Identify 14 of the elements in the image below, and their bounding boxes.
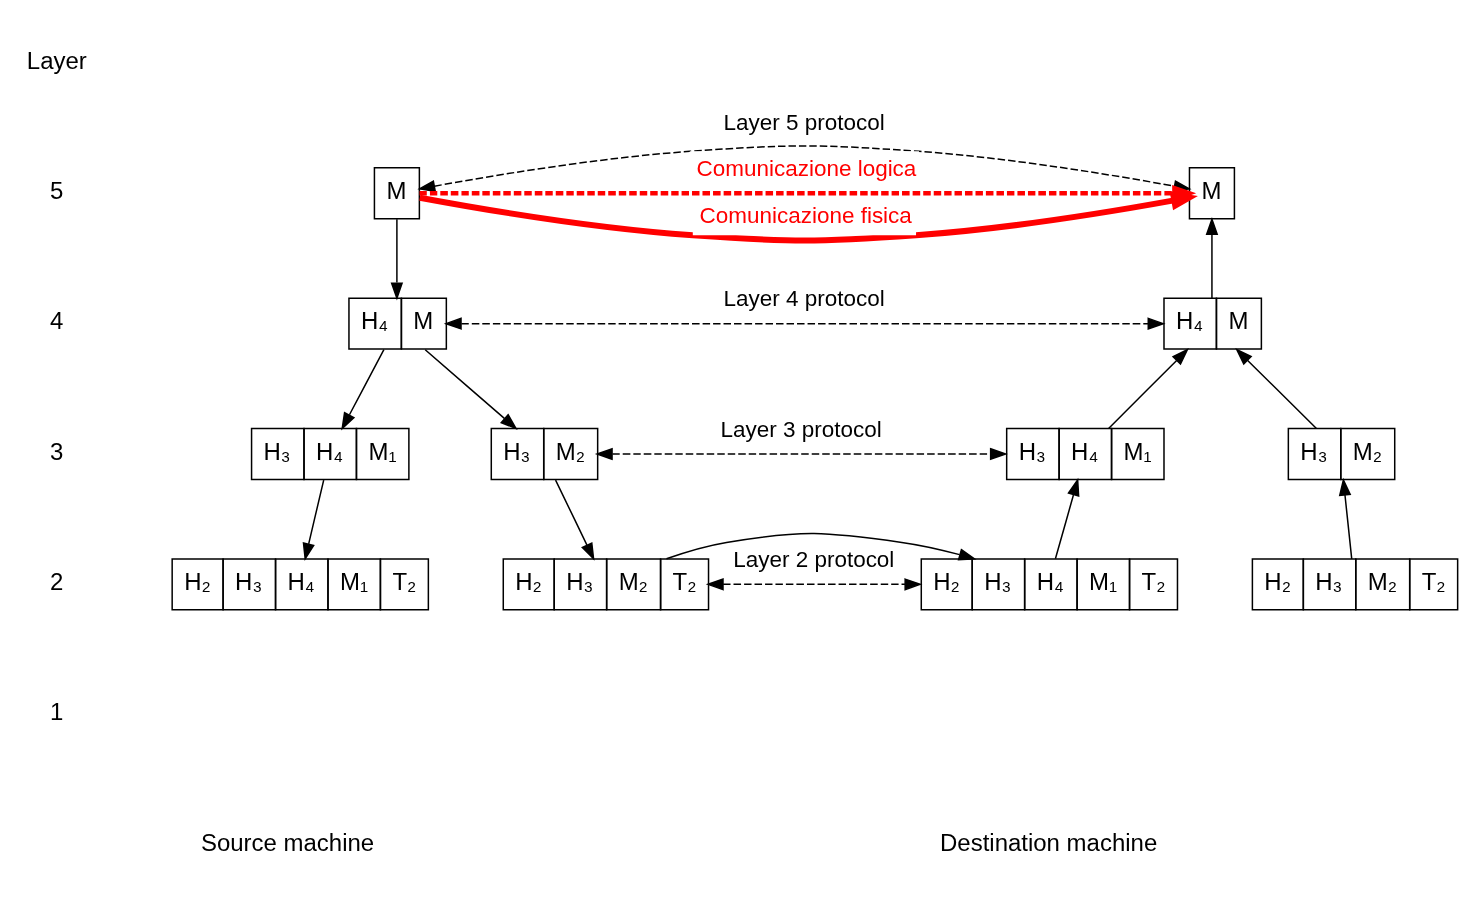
- label: 2: [50, 567, 64, 595]
- edge-label: Layer 5 protocol: [723, 109, 885, 135]
- edge-label: Layer 3 protocol: [720, 416, 882, 442]
- edge-label: Comunicazione logica: [696, 155, 917, 181]
- label: Destination machine: [940, 828, 1158, 856]
- edge-label: Layer 2 protocol: [733, 546, 895, 572]
- label: Layer: [26, 46, 87, 74]
- label: Source machine: [200, 828, 375, 856]
- label: 5: [50, 176, 64, 204]
- label: 4: [50, 306, 64, 334]
- label: 1: [50, 697, 64, 725]
- edge-label: Layer 4 protocol: [723, 285, 885, 311]
- label: 3: [50, 437, 64, 465]
- edge-label: Comunicazione fisica: [699, 202, 912, 228]
